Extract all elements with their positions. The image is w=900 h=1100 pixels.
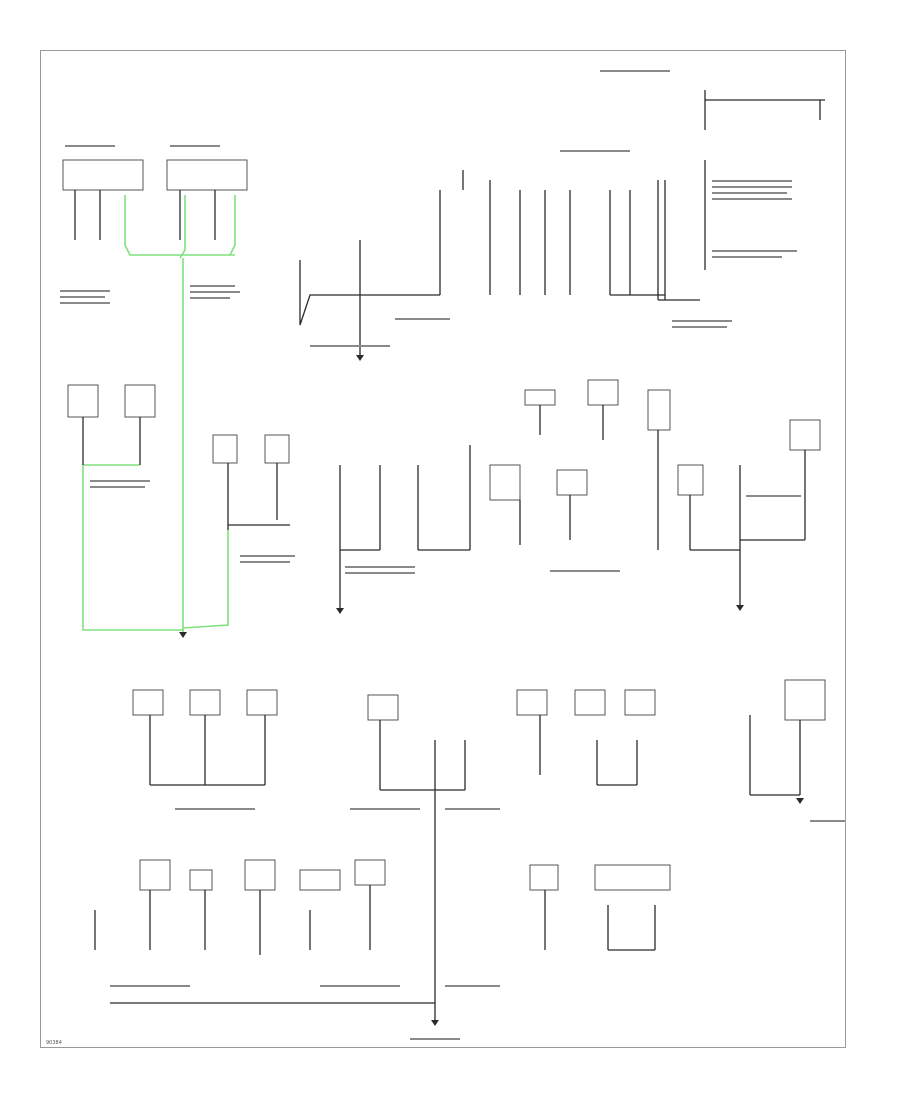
- component-box: [647, 389, 671, 431]
- center-top-circuit: [299, 170, 700, 361]
- component-box: [67, 384, 99, 418]
- component-box: [166, 159, 248, 191]
- component-box: [587, 379, 619, 406]
- component-box: [246, 689, 278, 716]
- diagram-frame: [40, 50, 846, 1048]
- component-box: [132, 689, 164, 716]
- component-box: [529, 864, 559, 891]
- component-box: [212, 434, 238, 464]
- component-box: [556, 469, 588, 496]
- component-box: [299, 869, 341, 891]
- component-box: [189, 689, 221, 716]
- component-box: [789, 419, 821, 451]
- component-box: [489, 464, 521, 501]
- top-right-block: [704, 90, 825, 270]
- diagram-code: 90384: [46, 1040, 62, 1046]
- component-box: [784, 679, 826, 721]
- left-modules: [67, 384, 290, 530]
- component-box: [264, 434, 290, 464]
- component-box: [574, 689, 606, 716]
- label-hints: [60, 70, 845, 1040]
- component-box: [62, 159, 144, 191]
- middle-row: [336, 379, 821, 614]
- component-box: [124, 384, 156, 418]
- speaker-group-left: [62, 159, 248, 632]
- lower-section: [94, 679, 826, 1026]
- component-box: [139, 859, 171, 891]
- component-box: [624, 689, 656, 716]
- component-box: [516, 689, 548, 716]
- ground-symbol: [179, 632, 187, 638]
- component-box: [189, 869, 213, 891]
- component-box: [594, 864, 671, 891]
- component-box: [677, 464, 704, 496]
- component-box: [367, 694, 399, 721]
- component-box: [354, 859, 386, 886]
- component-box: [524, 389, 556, 406]
- component-box: [244, 859, 276, 891]
